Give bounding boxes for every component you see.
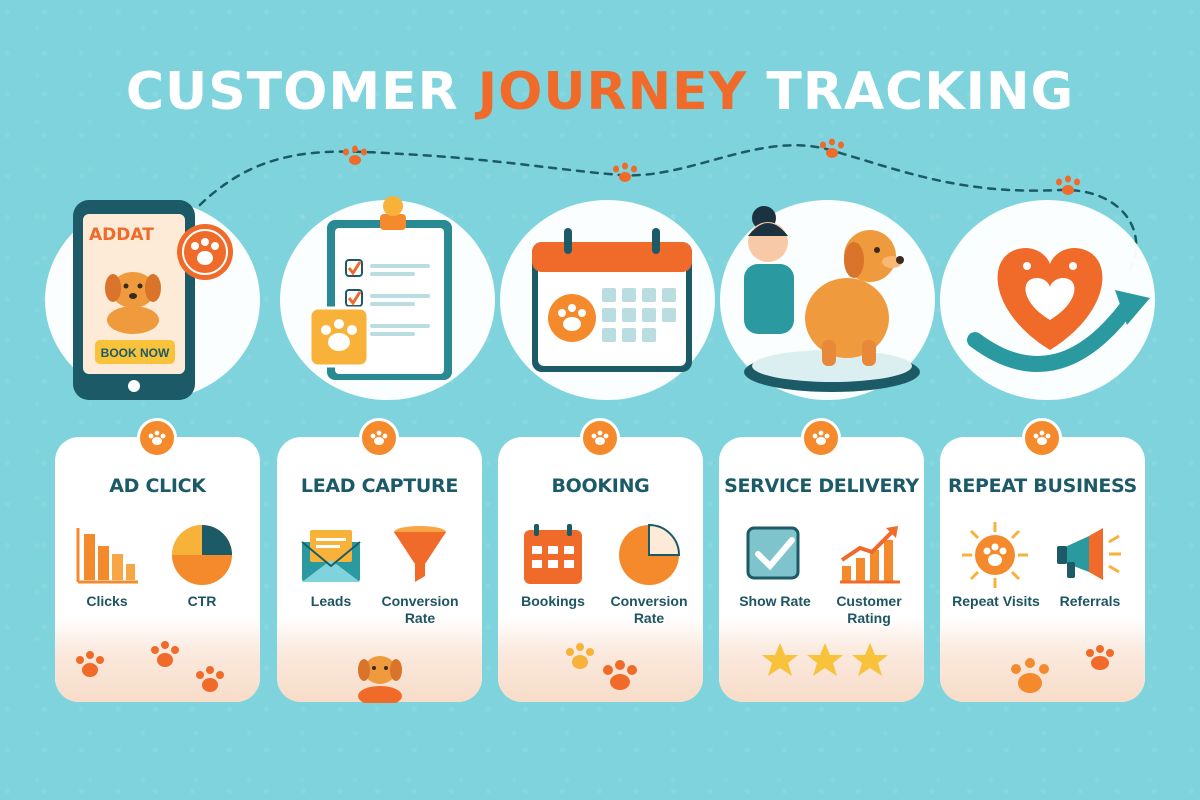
envelope-icon bbox=[301, 530, 361, 582]
checkbox-icon bbox=[345, 259, 363, 277]
calendar-illustration bbox=[532, 228, 692, 372]
metric-label-ctr: CTR bbox=[187, 593, 217, 609]
checkbox-icon bbox=[746, 526, 800, 580]
metric-label-conversion-rate: Conversion Rate bbox=[381, 593, 459, 626]
dog-icon bbox=[105, 272, 161, 334]
bar-chart-icon bbox=[76, 528, 138, 584]
stage-title-lead-capture: LEAD CAPTURE bbox=[300, 475, 459, 497]
stage-title-booking: BOOKING bbox=[551, 475, 650, 497]
metric-label-referrals: Referrals bbox=[1059, 593, 1121, 609]
paw-badge-icon bbox=[359, 418, 399, 458]
stage-card-repeat-business bbox=[940, 437, 1145, 702]
paw-print-icon bbox=[1056, 175, 1080, 195]
paw-badge-icon bbox=[1022, 418, 1062, 458]
puppy-decoration bbox=[358, 656, 402, 703]
book-now-text: BOOK NOW bbox=[101, 346, 170, 360]
metric-label-repeat-visits: Repeat Visits bbox=[952, 593, 1040, 609]
metric-label-clicks: Clicks bbox=[86, 593, 128, 609]
metric-label-conversion-rate: Conversion Rate bbox=[610, 593, 688, 626]
megaphone-icon bbox=[1057, 528, 1121, 580]
loyalty-heart-illustration bbox=[967, 248, 1150, 372]
paw-badge-icon bbox=[137, 418, 177, 458]
dog-icon bbox=[805, 230, 904, 366]
stage-title-ad-click: AD CLICK bbox=[109, 475, 206, 497]
heart-icon bbox=[997, 248, 1103, 350]
title-part-2: JOURNEY bbox=[477, 62, 748, 122]
title-part-3: TRACKING bbox=[766, 62, 1075, 122]
paw-card-icon bbox=[308, 306, 370, 368]
pie-chart-icon bbox=[172, 525, 232, 585]
paw-prints-decoration bbox=[1011, 645, 1114, 693]
ad-text: ADDAT bbox=[89, 225, 154, 245]
paw-print-icon bbox=[613, 162, 637, 182]
metric-label-show-rate: Show Rate bbox=[739, 593, 811, 609]
checkbox-icon bbox=[345, 289, 363, 307]
page-title: CUSTOMER JOURNEY TRACKING bbox=[0, 62, 1200, 122]
paw-sun-icon bbox=[962, 522, 1028, 588]
phone-ad-illustration: ADDAT BOOK NOW bbox=[73, 200, 233, 400]
growth-chart-icon bbox=[840, 526, 900, 584]
paw-badge-icon bbox=[548, 294, 596, 342]
paw-badge-icon bbox=[177, 224, 233, 280]
grooming-illustration bbox=[744, 206, 920, 392]
stage-title-service-delivery: SERVICE DELIVERY bbox=[724, 475, 919, 497]
calendar-icon bbox=[524, 524, 582, 584]
paw-prints-decoration bbox=[76, 641, 224, 692]
paw-badge-icon bbox=[801, 418, 841, 458]
form-clipboard-illustration bbox=[308, 196, 452, 380]
groomer-person-icon bbox=[744, 206, 794, 334]
paw-prints-decoration bbox=[566, 643, 637, 690]
metric-label-bookings: Bookings bbox=[521, 593, 585, 609]
stage-title-repeat-business: REPEAT BUSINESS bbox=[948, 475, 1137, 497]
star-rating-icon bbox=[762, 643, 888, 676]
paw-badge-icon bbox=[580, 418, 620, 458]
paw-print-icon bbox=[820, 138, 844, 158]
title-part-1: CUSTOMER bbox=[125, 62, 459, 122]
pie-chart-icon bbox=[619, 523, 681, 585]
metric-label-customer-rating: Customer Rating bbox=[836, 593, 902, 626]
paw-print-icon bbox=[343, 145, 367, 165]
funnel-icon bbox=[394, 526, 446, 582]
metric-label-leads: Leads bbox=[310, 593, 352, 609]
